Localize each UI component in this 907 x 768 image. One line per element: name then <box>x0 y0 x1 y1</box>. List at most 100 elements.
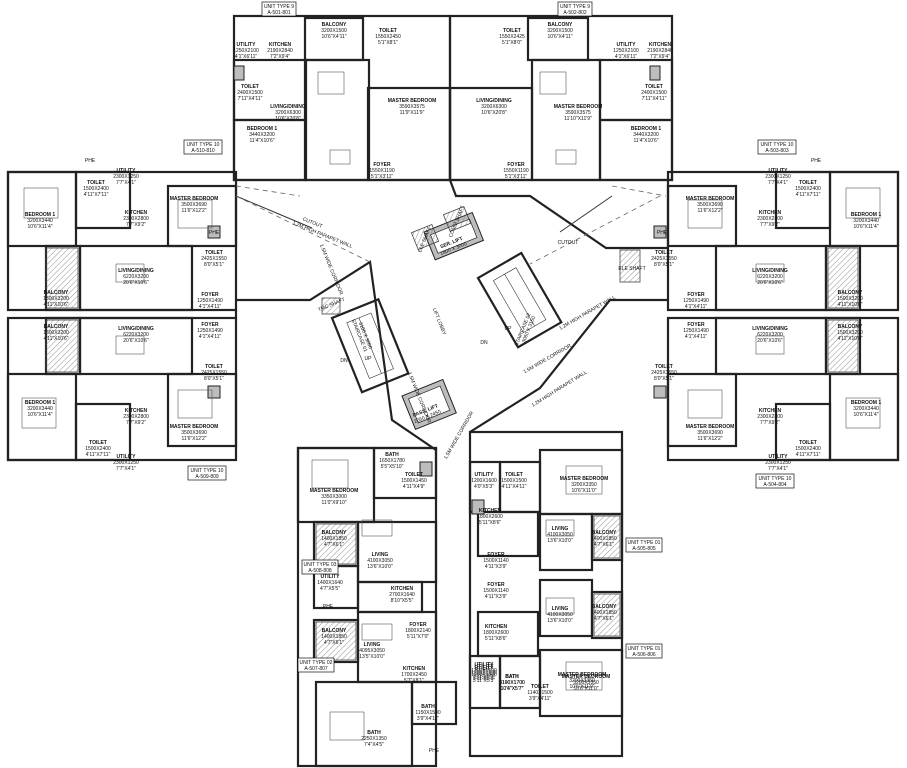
room-imperial-size: 8'0"X5'1" <box>654 262 674 268</box>
room-imperial-size: 20'6"X10'6" <box>757 338 783 344</box>
unit-tag-code: A-504-804 <box>763 482 787 488</box>
room-dimension: 3200X3350 <box>573 680 599 686</box>
room-dimension: 1500X1500 <box>501 478 527 484</box>
room-dimension: 6220X3200 <box>757 332 783 338</box>
room-name: KITCHEN <box>759 408 782 414</box>
room-imperial-size: 4'1"X4'11" <box>685 334 708 340</box>
room-dimension: 1500X3200 <box>43 296 69 302</box>
unit-tag: UNIT TYPE 9A-502-802 <box>557 1 593 17</box>
room-imperial-size: 11'0"X9'10" <box>321 500 346 506</box>
room-name: LIVING <box>552 526 569 532</box>
unit-tag: UNIT TYPE 01A-505-805 <box>625 537 663 553</box>
room-dimension: 1250X2100 <box>613 48 639 54</box>
room-imperial-size: 10'6"X11'0" <box>569 684 594 690</box>
room-dimension: 6220X3200 <box>123 274 149 280</box>
room-name: KITCHEN <box>403 666 426 672</box>
room-imperial-size: 7'11"X4'11" <box>238 96 263 102</box>
room-name: BEDROOM 1 <box>851 400 882 406</box>
room-dimension: 1500X2400 <box>795 186 821 192</box>
room-name: BEDROOM 1 <box>25 212 56 218</box>
unit-tag-type: UNIT TYPE 10 <box>759 476 792 482</box>
room-name: UTILITY <box>769 168 789 174</box>
room-imperial-size: 7'4"X4'5" <box>364 742 384 748</box>
unit-tag-type: UNIT TYPE 9 <box>264 4 294 10</box>
room-imperial-size: 11'6"X12'2" <box>181 436 206 442</box>
room-name: KITCHEN <box>649 42 672 48</box>
unit-tag-type: UNIT TYPE 01 <box>628 646 661 652</box>
room-name: TOILET <box>379 28 397 34</box>
room-dimension: 3200X3350 <box>569 678 595 684</box>
room-name: TOILET <box>241 84 259 90</box>
room-dimension: 1150X1500 <box>415 710 440 716</box>
room-imperial-size: 7'2"X9'4" <box>650 54 670 60</box>
room-dimension: 1200X1600 <box>471 672 497 678</box>
room-dimension: 1140X1500 <box>527 690 552 696</box>
room-name: BATH <box>385 452 399 458</box>
unit-tag: UNIT TYPE 03A-508-808 <box>301 559 339 575</box>
room-imperial-size: 20'6"X10'6" <box>123 280 149 286</box>
room-dimension: 4100X3050 <box>547 532 573 538</box>
room-name: TOILET <box>531 684 549 690</box>
room-name: TOILET <box>205 364 223 370</box>
room-dimension: 1200X1600 <box>471 478 497 484</box>
room-name: BALCONY <box>838 290 863 296</box>
room-dimension: 1400X1850 <box>591 536 617 542</box>
room-dimension: 1700X2450 <box>401 672 427 678</box>
room-name: TOILET <box>405 472 423 478</box>
room-imperial-size: 7'7"X4'1" <box>116 466 136 472</box>
room-name: TOILET <box>505 472 523 478</box>
room-imperial-size: 5'5"X5'10" <box>381 464 404 470</box>
room-dimension: 1400X1850 <box>321 536 347 542</box>
room-imperial-size: 13'6"X10'0" <box>367 564 393 570</box>
room-imperial-size: 10'6"X11'4" <box>853 224 878 230</box>
room-imperial-size: 11'4"X10'6" <box>249 138 274 144</box>
room-name: UTILITY <box>475 662 495 668</box>
room-name: BALCONY <box>548 22 573 28</box>
room-dimension: 3500X3690 <box>697 430 723 436</box>
room-imperial-size: 20'6"X10'6" <box>757 280 783 286</box>
room-name: FOYER <box>373 162 391 168</box>
unit-tag-type: UNIT TYPE 01 <box>628 540 661 546</box>
room-name: BALCONY <box>838 324 863 330</box>
room-name: UTILITY <box>769 454 789 460</box>
room-imperial-size: 11'6"X12'2" <box>697 208 722 214</box>
room-name: BALCONY <box>44 324 69 330</box>
room-dimension: 3200X1500 <box>547 28 573 34</box>
room-dimension: 1650X1780 <box>379 458 405 464</box>
room-dimension: 1400X1850 <box>321 634 347 640</box>
room-imperial-size: 5'1"X8'0" <box>502 40 522 46</box>
room-dimension: 3200X3440 <box>853 406 879 412</box>
stair-up-label: UP <box>365 356 373 362</box>
room-imperial-size: 4'11"X7'11" <box>86 452 111 458</box>
room-name: TOILET <box>205 250 223 256</box>
room-dimension: 2425X1550 <box>651 256 677 262</box>
room-dimension: 1800X2140 <box>405 628 431 634</box>
room-imperial-size: 10'6"X11'4" <box>853 412 878 418</box>
room-name: UTILITY <box>475 666 495 672</box>
room-name: UTILITY <box>237 42 257 48</box>
room-dimension: 3500X3690 <box>697 202 723 208</box>
room-imperial-size: 4'11"X7'11" <box>84 192 109 198</box>
room-name: BALCONY <box>592 604 617 610</box>
unit-tag: UNIT TYPE 10A-503-803 <box>757 139 797 155</box>
room-name: KITCHEN <box>125 408 148 414</box>
room-imperial-size: 10'6"X11'4" <box>27 412 52 418</box>
room-name: LIVING/DINING <box>752 268 788 274</box>
room-imperial-size: 11'9"X11'9" <box>400 110 425 116</box>
room-dimension: 2425X1550 <box>201 256 227 262</box>
room-imperial-size: 10'6"X11'0" <box>571 488 596 494</box>
room-imperial-size: 4'7"X5'5" <box>320 586 340 592</box>
room-imperial-size: 11'10"X11'9" <box>564 116 592 122</box>
room-dimension: 2300X1250 <box>113 174 139 180</box>
corridor-label: 1.5M WIDE CORRIDOR <box>523 343 573 375</box>
room-dimension: 1250X1490 <box>683 328 709 334</box>
room-name: BALCONY <box>322 22 347 28</box>
room-imperial-size: 4'11"X10'6" <box>43 336 68 342</box>
room-imperial-size: 4'1"X4'11" <box>685 304 708 310</box>
room-imperial-size: 11'4"X10'6" <box>633 138 658 144</box>
room-dimension: 4100X3050 <box>547 612 573 618</box>
room-name: FOYER <box>409 622 427 628</box>
room-imperial-size: 13'6"X10'0" <box>547 538 573 544</box>
room-imperial-size: 5'11"X8'6" <box>479 520 502 526</box>
